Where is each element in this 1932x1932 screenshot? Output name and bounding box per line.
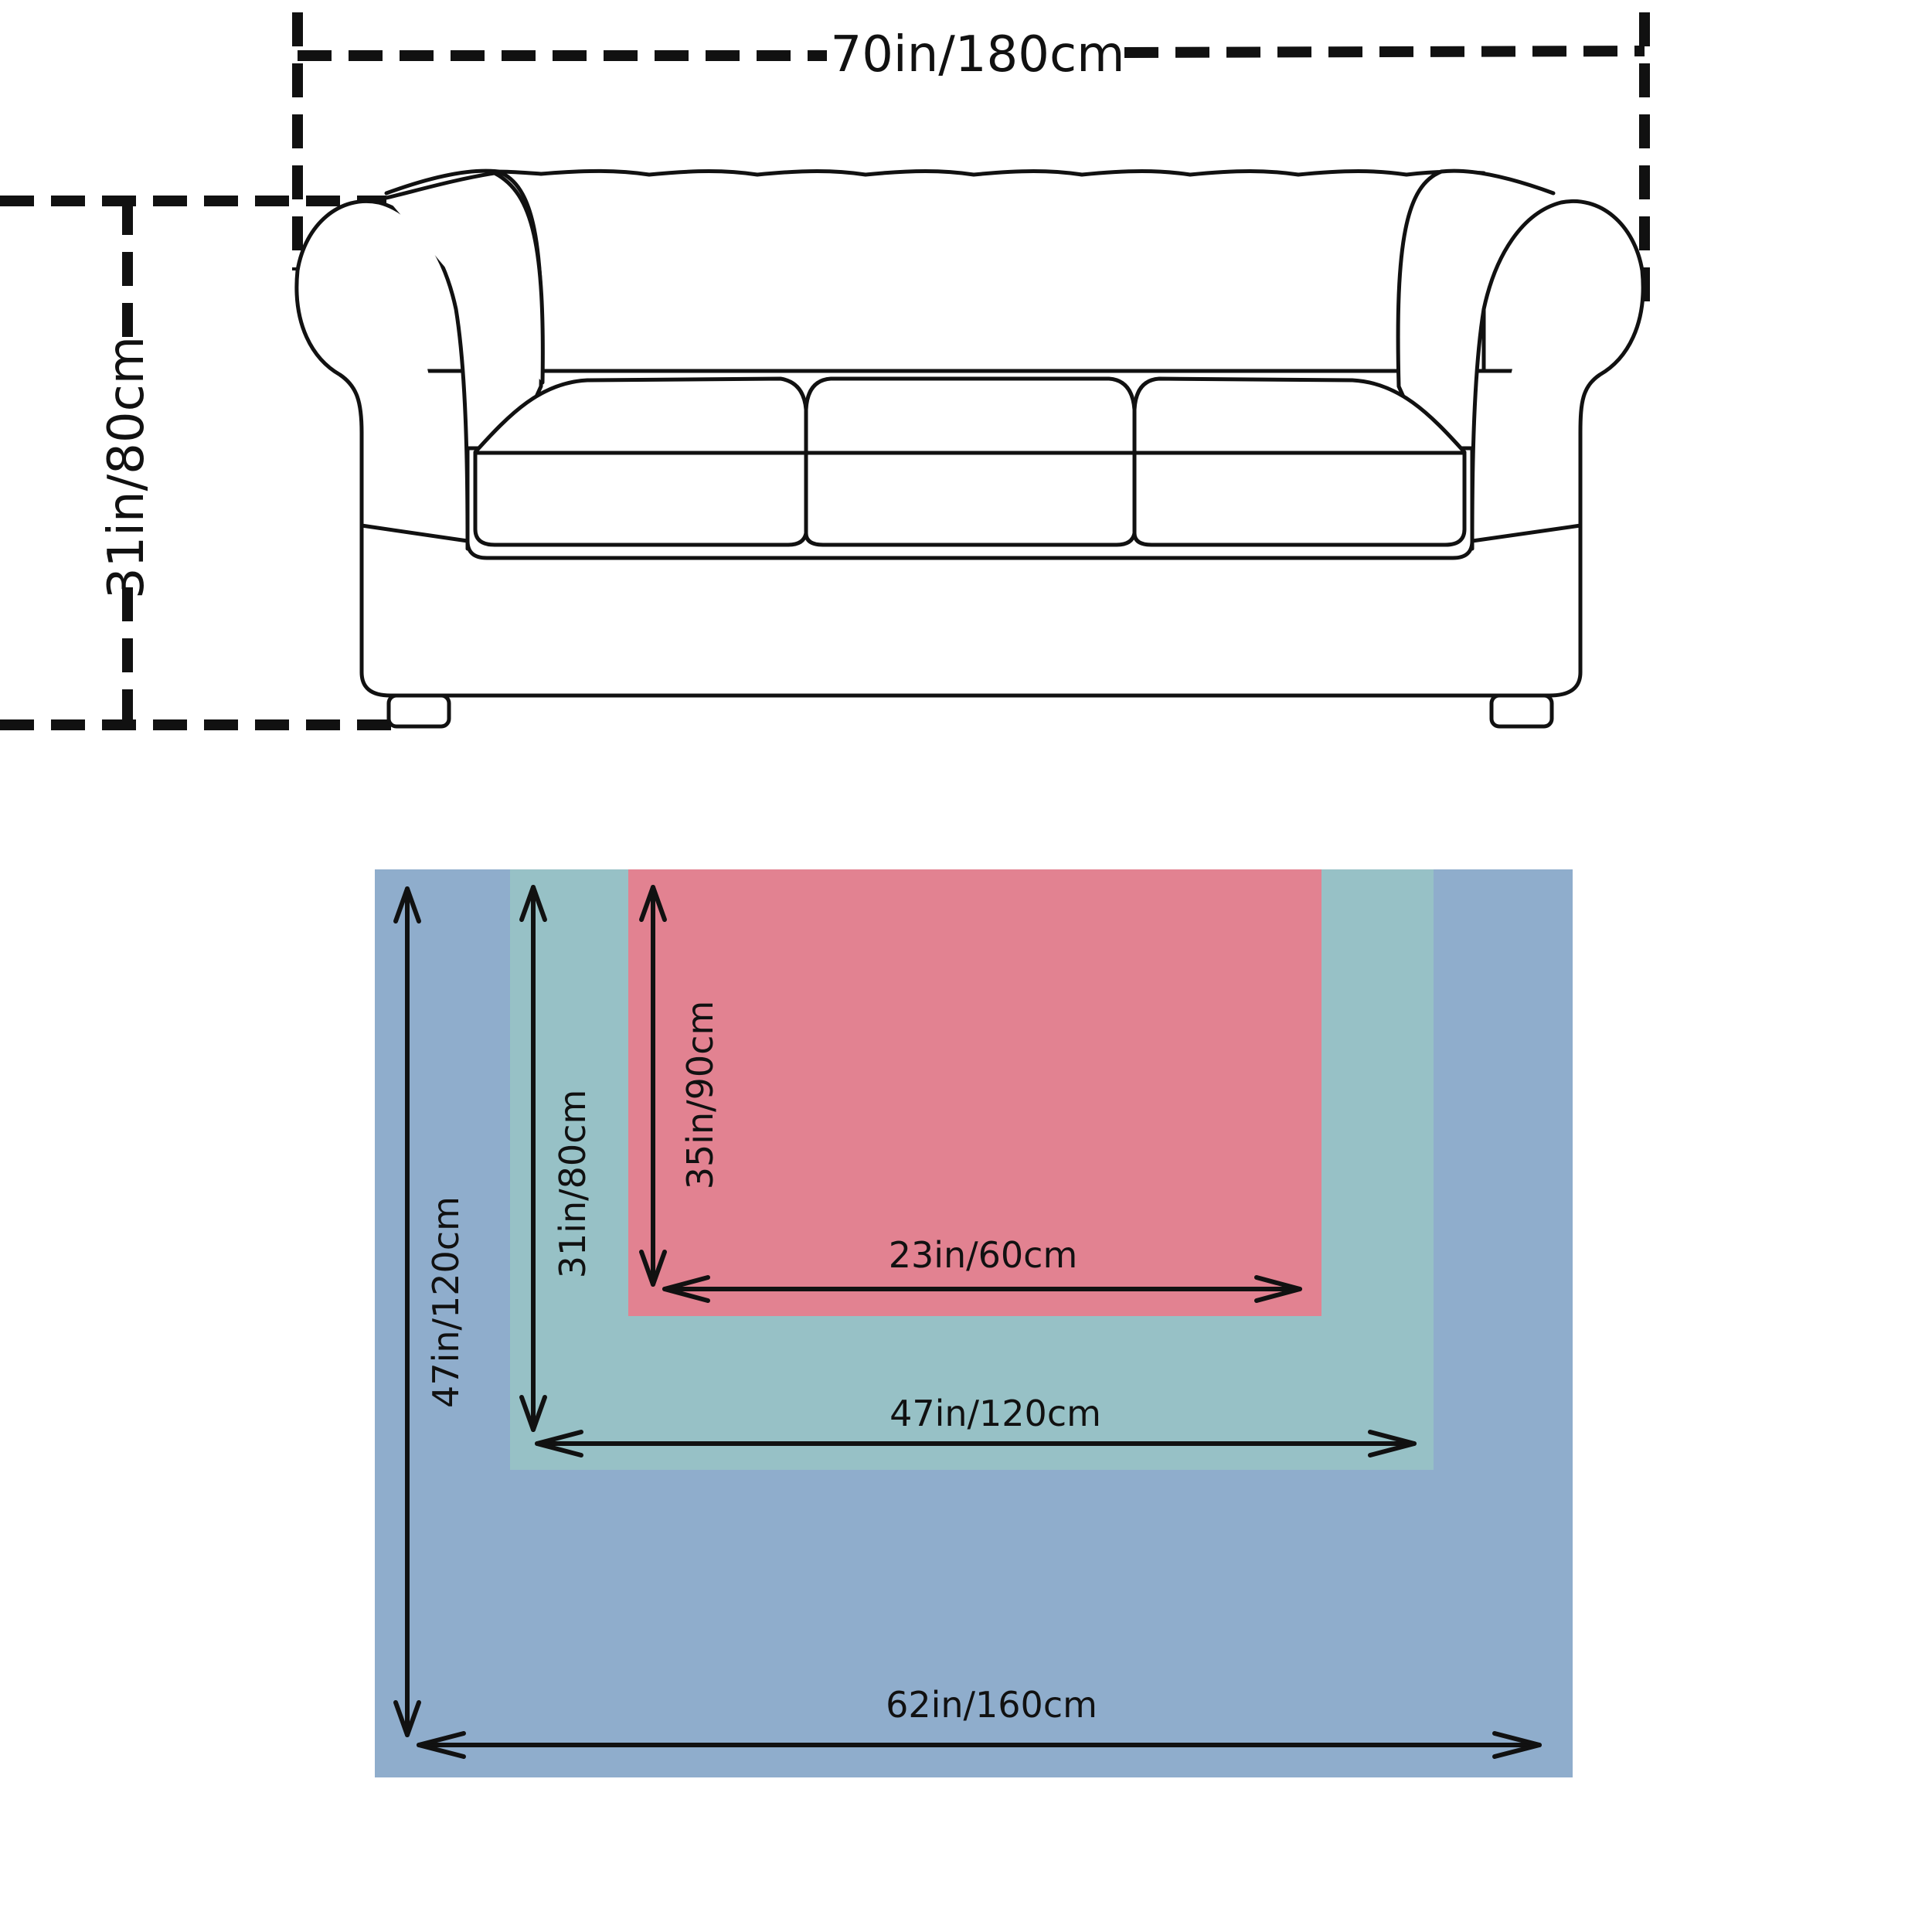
seat-cushion-left (473, 376, 808, 547)
sofa-height-dimension (0, 196, 402, 730)
label-large-height: 47in/120cm (425, 1196, 467, 1408)
arrow-small-vertical (639, 885, 667, 1287)
sofa-back (461, 168, 1486, 389)
arrow-large-vertical (393, 886, 421, 1737)
arrow-medium-horizontal (535, 1430, 1417, 1458)
arrow-small-horizontal (662, 1275, 1302, 1303)
size-rect-small (628, 869, 1321, 1316)
sofa-illustration (294, 168, 1645, 729)
seat-cushion-middle (804, 376, 1137, 547)
sofa-leg-left (386, 693, 451, 729)
label-large-width: 62in/160cm (886, 1684, 1097, 1726)
sofa-left-arm-scroll (384, 171, 545, 385)
arrow-medium-vertical (519, 885, 547, 1432)
sofa-height-label: 31in/80cm (98, 336, 155, 599)
label-medium-width: 47in/120cm (889, 1393, 1101, 1434)
label-medium-height: 31in/80cm (552, 1090, 594, 1279)
sofa-width-dimension (292, 12, 1650, 313)
sofa-width-label: 70in/180cm (830, 26, 1124, 83)
label-small-height: 35in/90cm (679, 1001, 721, 1190)
arrow-large-horizontal (417, 1731, 1542, 1759)
seat-cushion-right (1132, 376, 1467, 547)
sofa-leg-right (1489, 693, 1554, 729)
label-small-width: 23in/60cm (889, 1234, 1078, 1276)
